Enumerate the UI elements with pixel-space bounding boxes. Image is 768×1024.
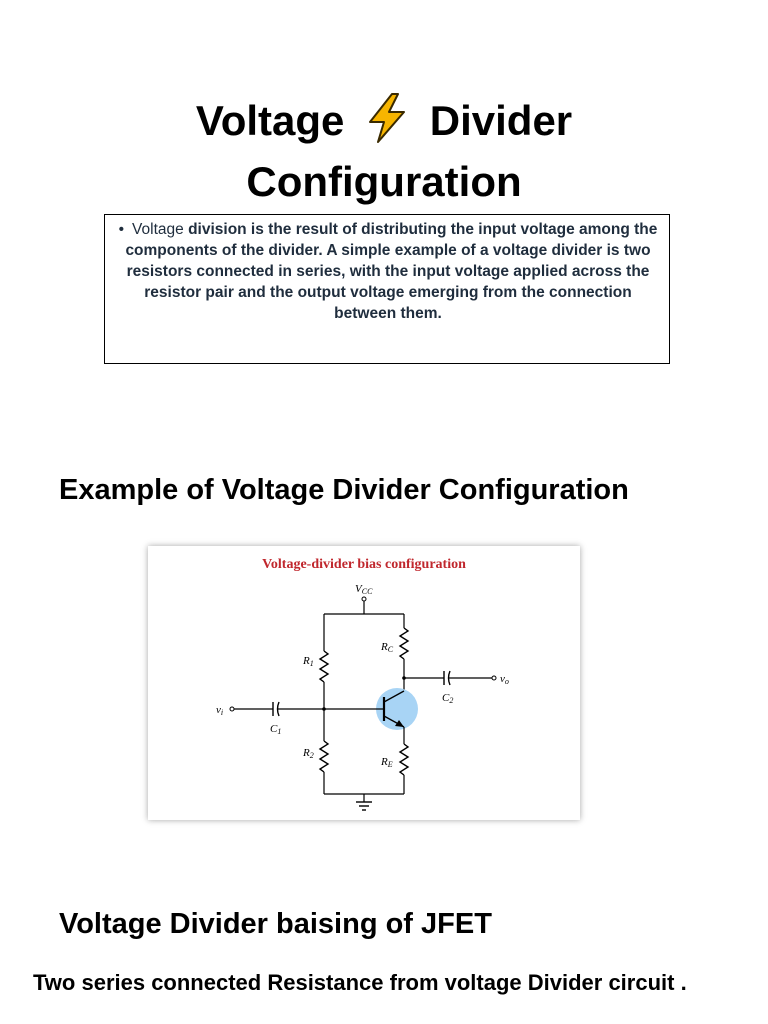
example-heading: Example of Voltage Divider Configuration [59,474,629,506]
label-r2: R2 [302,747,314,760]
transistor-collector [383,690,405,703]
resistor-r1 [318,650,330,683]
definition-box: • Voltage division is the result of distr… [104,214,670,364]
label-c2: C2 [442,692,453,705]
resistor-rc [398,627,410,660]
footer-text: Two series connected Resistance from vol… [33,970,687,995]
bullet-marker: • [118,221,125,238]
vo-terminal [491,675,497,681]
label-rc: RC [380,641,394,654]
title-line-2: Configuration [246,158,522,205]
title-word-divider: Divider [429,97,573,145]
label-vcc: VCC [355,583,373,596]
capacitor-c2-plate-b [447,670,451,686]
label-vi: vi [216,704,223,717]
lightning-bolt-icon [362,92,412,156]
capacitor-c1-plate-b [276,701,280,717]
vcc-terminal [361,596,367,602]
title-word-voltage: Voltage [195,97,345,145]
page-title: Voltage Divider Configuration [0,92,768,208]
title-line-1: Voltage Divider [0,92,768,156]
ground-icon [356,801,372,811]
jfet-heading: Voltage Divider baising of JFET [59,908,492,940]
resistor-re [398,743,410,776]
figure-title: Voltage-divider bias configuration [262,557,466,572]
label-c1: C1 [270,723,281,736]
circuit-figure: Voltage-divider bias configuration VCC R… [148,546,580,820]
definition-paragraph: • Voltage division is the result of distr… [117,219,659,324]
definition-lead-word: Voltage [132,221,184,238]
resistor-r2 [318,740,330,773]
vi-terminal [229,706,235,712]
emitter-arrow-icon [395,720,404,727]
transistor-highlight [376,688,418,730]
label-re: RE [380,756,393,769]
label-r1: R1 [302,655,314,668]
definition-text: division is the result of distributing t… [125,221,658,322]
label-vo: vo [500,673,509,686]
